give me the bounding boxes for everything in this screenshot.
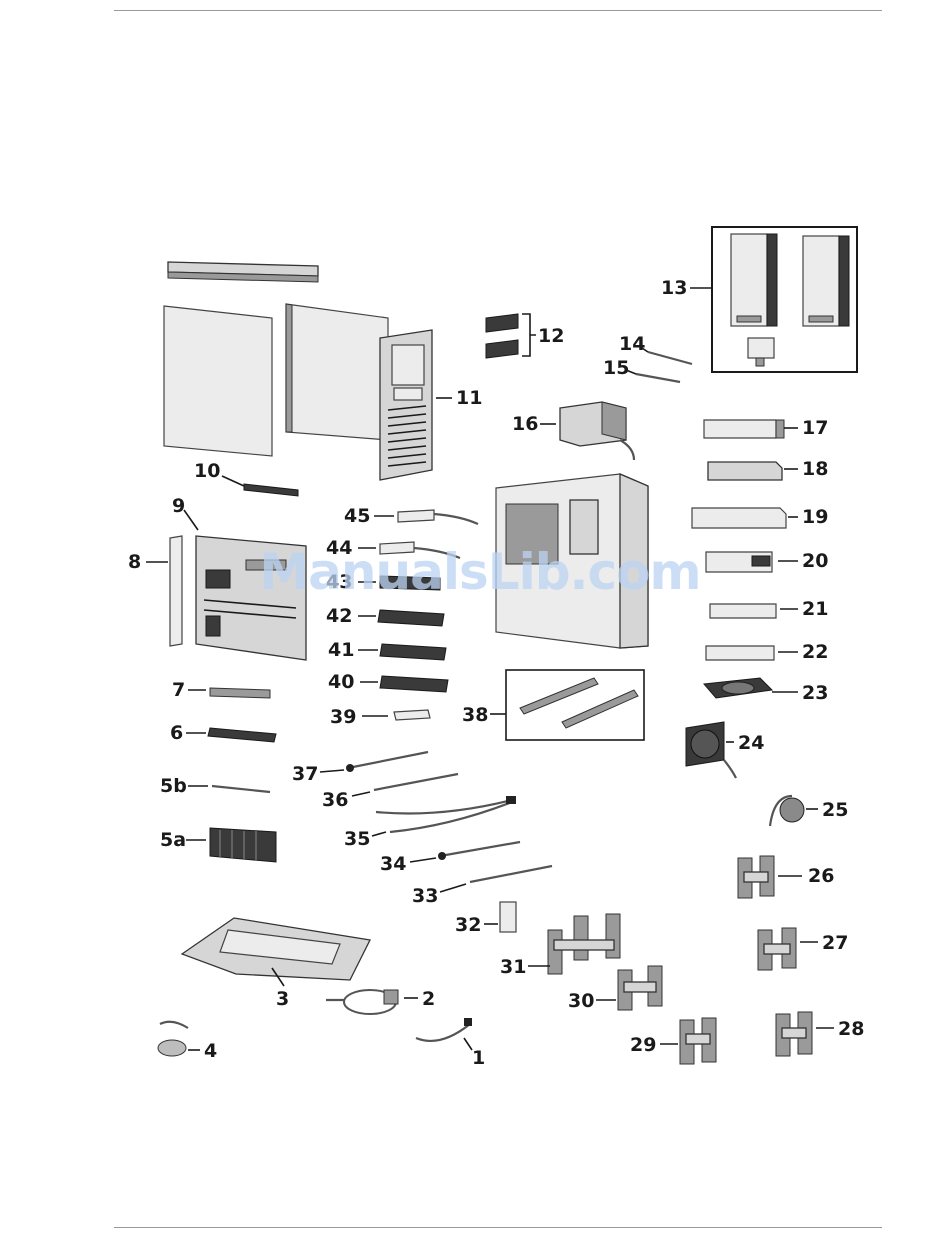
- power-adapter-icon: [748, 338, 774, 366]
- cable-part-1: [416, 1018, 472, 1041]
- callout-34: 34: [380, 853, 406, 875]
- callout-20: 20: [802, 550, 828, 572]
- watermark-text: ManualsLib.com: [240, 543, 720, 601]
- mouse-part-4: [158, 1022, 188, 1056]
- card-part-40: [380, 676, 448, 692]
- bracket-part-30: [618, 966, 662, 1010]
- callout-5b: 5b: [160, 775, 187, 797]
- bracket-part-31: [548, 914, 620, 974]
- right-side-panel: [286, 304, 388, 440]
- callout-39: 39: [330, 706, 356, 728]
- callout-14: 14: [619, 333, 645, 355]
- cable-part-15: [636, 374, 680, 382]
- keyboard-part-3: [182, 918, 370, 980]
- callout-28: 28: [838, 1018, 864, 1040]
- callout-18: 18: [802, 458, 828, 480]
- callout-12: 12: [538, 325, 564, 347]
- callout-25: 25: [822, 799, 848, 821]
- left-side-panel: [164, 306, 272, 456]
- callout-35: 35: [344, 828, 370, 850]
- callout-32: 32: [455, 914, 481, 936]
- rails-part-38: [520, 678, 638, 728]
- cable-part-37: [346, 752, 428, 772]
- callout-4: 4: [204, 1040, 217, 1062]
- callout-11: 11: [456, 387, 482, 409]
- callout-29: 29: [630, 1034, 656, 1056]
- callout-2: 2: [422, 988, 435, 1010]
- cable-part-14: [648, 352, 692, 364]
- card-part-41: [380, 644, 446, 660]
- buzzer-part-25: [770, 796, 804, 826]
- callout-16: 16: [512, 413, 538, 435]
- callout-42: 42: [326, 605, 352, 627]
- card-part-45: [398, 510, 478, 524]
- speaker-right-icon: [803, 236, 849, 326]
- callout-15: 15: [603, 357, 629, 379]
- bracket-part-28: [776, 1012, 812, 1056]
- callout-38: 38: [462, 704, 488, 726]
- part-5b: [212, 786, 270, 792]
- callout-21: 21: [802, 598, 828, 620]
- drive-part-21: [710, 604, 776, 618]
- memory-part-6: [208, 728, 276, 742]
- bracket-part-26: [738, 856, 774, 898]
- top-cover: [168, 262, 318, 282]
- callout-27: 27: [822, 932, 848, 954]
- callout-1: 1: [472, 1047, 485, 1069]
- drive-part-19: [692, 508, 786, 528]
- cable-part-35: [376, 796, 516, 832]
- drive-part-17: [704, 420, 784, 438]
- callout-13: 13: [661, 277, 687, 299]
- callout-41: 41: [328, 639, 354, 661]
- callout-8: 8: [128, 551, 141, 573]
- callout-10: 10: [194, 460, 220, 482]
- callout-3: 3: [276, 988, 289, 1010]
- bracket-part-27: [758, 928, 796, 970]
- callout-24: 24: [738, 732, 764, 754]
- cable-part-2: [326, 990, 398, 1014]
- callout-26: 26: [808, 865, 834, 887]
- heatsink-part-5a: [210, 828, 276, 862]
- callout-6: 6: [170, 722, 183, 744]
- drive-part-22: [706, 646, 774, 660]
- callout-37: 37: [292, 763, 318, 785]
- callout-19: 19: [802, 506, 828, 528]
- callout-36: 36: [322, 789, 348, 811]
- cable-part-34: [438, 842, 520, 860]
- cable-part-33: [470, 866, 552, 882]
- io-shield-part-8: [170, 536, 182, 646]
- hard-drive-part-23: [704, 678, 772, 698]
- card-part-42: [378, 610, 444, 626]
- front-bezel: [380, 330, 432, 480]
- cable-part-36: [374, 774, 458, 790]
- part-32: [500, 902, 516, 932]
- callout-23: 23: [802, 682, 828, 704]
- fan-part-24: [686, 722, 736, 778]
- memory-part-7: [210, 688, 270, 698]
- callout-9: 9: [172, 495, 185, 517]
- callout-5a: 5a: [160, 829, 186, 851]
- bracket-part-29: [680, 1018, 716, 1064]
- callout-22: 22: [802, 641, 828, 663]
- callout-17: 17: [802, 417, 828, 439]
- card-part-10: [244, 484, 298, 496]
- power-supply-part-16: [560, 402, 634, 460]
- callout-45: 45: [344, 505, 370, 527]
- callout-33: 33: [412, 885, 438, 907]
- drive-part-18: [708, 462, 782, 480]
- brackets-part-12: [486, 314, 518, 358]
- callout-30: 30: [568, 990, 594, 1012]
- callout-7: 7: [172, 679, 185, 701]
- callout-31: 31: [500, 956, 526, 978]
- speaker-left-icon: [731, 234, 777, 326]
- card-part-39: [394, 710, 430, 720]
- callout-40: 40: [328, 671, 354, 693]
